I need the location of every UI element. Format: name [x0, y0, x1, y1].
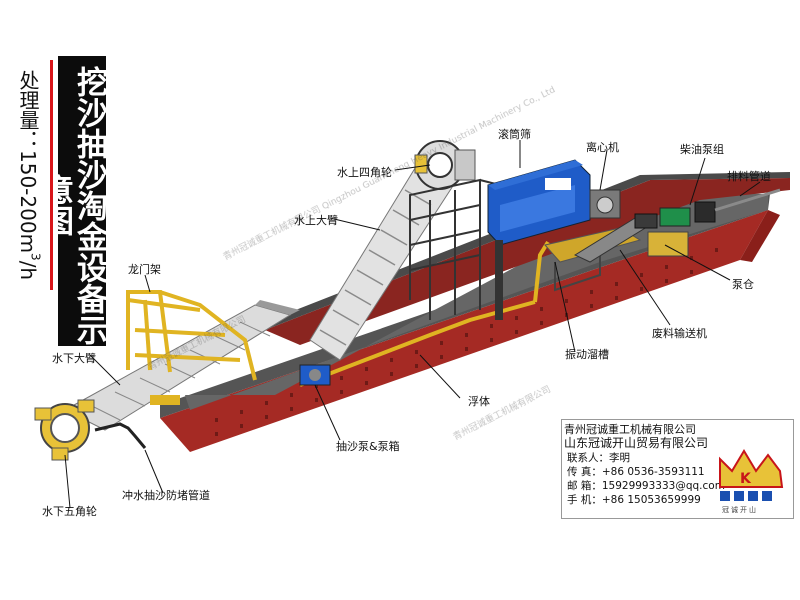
fax-value: +86 0536-3593111	[601, 466, 705, 478]
mobile-value: +86 15053659999	[601, 494, 701, 506]
label-upper-arm: 水上大臂	[294, 214, 338, 227]
label-trommel: 滚筒筛	[498, 128, 531, 141]
label-diesel-pump: 柴油泵组	[680, 143, 724, 156]
label-lower-wheel: 水下五角轮	[42, 505, 97, 518]
leader-lines	[64, 140, 761, 509]
trommel-support	[495, 240, 503, 320]
gantry-frame	[126, 290, 257, 381]
label-pump-bin: 泵仓	[732, 278, 754, 291]
capacity-unit-tail: /h	[16, 260, 40, 281]
company-name-2: 山东冠诚开山贸易有限公司	[564, 436, 709, 450]
title-box: 挖沙抽沙淘金设备示意图	[37, 56, 107, 346]
svg-text:青州冠诚重工机械有限公司: 青州冠诚重工机械有限公司	[451, 383, 553, 443]
email-value: 15929993333@qq.com	[601, 480, 725, 492]
label-sand-pump: 抽沙泵&泵箱	[336, 440, 400, 453]
hull-bow	[740, 210, 780, 262]
label-discharge-pipe: 排料管道	[727, 170, 771, 183]
mobile-row: 手 机：+86 15053659999	[567, 492, 701, 507]
capacity-range: 150-200m	[16, 150, 40, 254]
hull-far-side	[265, 178, 790, 345]
label-centrifuge: 离心机	[586, 141, 619, 154]
label-gantry: 龙门架	[128, 263, 161, 276]
label-vibrating-chute: 振动溜槽	[565, 348, 609, 361]
email-row: 邮 箱：15929993333@qq.com	[567, 478, 725, 493]
logo-caption: 冠诚开山	[722, 506, 758, 514]
contact-card: 联系人：李明 传 真：+86 0536-3593111 邮 箱：15929993…	[561, 419, 794, 519]
chute-supports	[554, 250, 601, 292]
capacity-unit-sup: 3	[28, 253, 43, 261]
capacity-label: 处理量：	[16, 70, 40, 150]
hull-side	[160, 210, 768, 452]
title-accent-line	[50, 60, 53, 290]
label-float: 浮体	[468, 395, 490, 408]
lower-arm-guard	[255, 300, 300, 315]
pump-bin	[647, 231, 689, 257]
sand-pump	[299, 364, 331, 386]
page-title: 挖沙抽沙淘金设备示意图	[37, 65, 107, 345]
diesel-pump-set	[634, 201, 716, 229]
mobile-label: 手 机：	[567, 494, 602, 506]
email-label: 邮 箱：	[567, 480, 602, 492]
company-logo: K	[719, 449, 784, 501]
label-lower-arm: 水下大臂	[52, 352, 96, 365]
deck-pipe-riser	[533, 240, 550, 303]
svg-text:K: K	[740, 471, 752, 487]
centrifuge	[589, 189, 621, 219]
fax-row: 传 真：+86 0536-3593111	[567, 464, 705, 479]
label-upper-wheel: 水上四角轮	[337, 166, 392, 179]
label-flushing-pipe: 冲水抽沙防堵管道	[122, 489, 210, 502]
flushing-pipe	[94, 422, 147, 449]
discharge-pipe	[714, 188, 781, 212]
upper-wheel	[414, 140, 476, 190]
lower-wheel	[34, 399, 95, 461]
trommel-screen	[487, 159, 591, 246]
gantry-base	[150, 395, 180, 405]
hull-rivets	[215, 248, 718, 436]
label-waste-conveyor: 废料输送机	[652, 327, 707, 340]
contact-person: 联系人：李明	[567, 452, 630, 464]
fax-label: 传 真：	[567, 466, 602, 478]
company-name-1: 青州冠诚重工机械有限公司	[564, 423, 696, 436]
capacity-text: 处理量：150-200m3/h	[14, 70, 43, 280]
